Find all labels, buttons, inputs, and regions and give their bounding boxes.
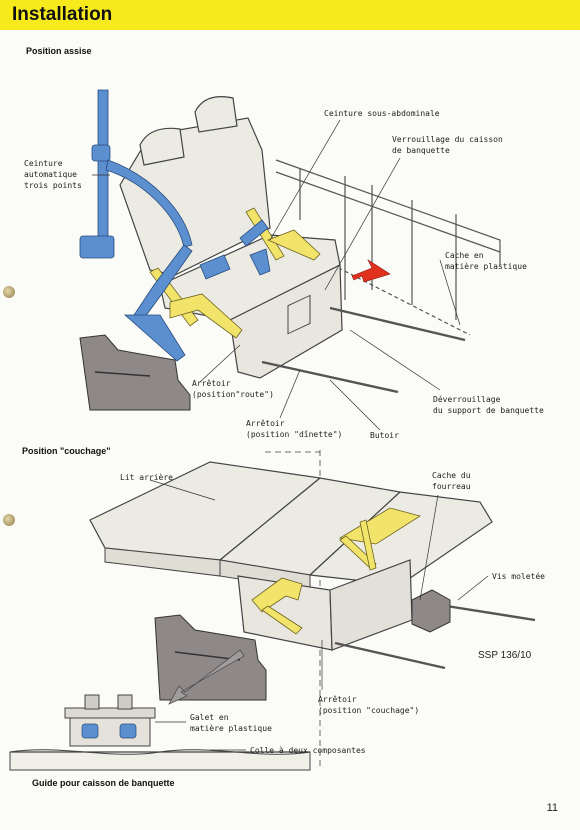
label-unlock-support: Déverrouillage du support de banquette [433,395,544,415]
sitting-seat-drawing [79,89,501,431]
label-plastic-cover: Cache en matière plastique [445,251,527,271]
section-sitting-heading: Position assise [26,46,92,56]
label-three-point-belt: Ceinture automatique trois points [24,159,82,190]
binder-hole-top [3,286,15,298]
binder-hole-bottom [3,514,15,526]
page-header: Installation [0,0,580,30]
label-stop-dinette: Arrêtoir (position "dînette") [246,419,343,439]
section-guide-heading: Guide pour caisson de banquette [32,778,175,788]
label-rear-bed: Lit arrière [120,473,173,482]
label-two-part-glue: Colle à deux composantes [250,746,366,755]
label-buffer: Butoir [370,431,399,440]
label-stop-couchage: Arrêtoir (position "couchage") [318,695,420,715]
label-stop-route: Arrêtoir (position"route") [192,379,274,399]
label-knurled-screw: Vis moletée [492,572,545,581]
label-lap-belt: Ceinture sous-abdominale [324,109,440,118]
sleeping-seat-drawing [89,450,536,770]
section-sleeping-heading: Position "couchage" [22,446,111,456]
page-number: 11 [546,802,558,814]
guide-cross-section-drawing [9,694,311,771]
label-sleeve-cover: Cache du fourreau [432,471,471,491]
page-title: Installation [12,4,113,25]
label-plastic-roller: Galet en matière plastique [190,713,272,733]
label-box-lock: Verrouillage du caisson de banquette [392,135,503,155]
figure-code: SSP 136/10 [478,650,532,661]
